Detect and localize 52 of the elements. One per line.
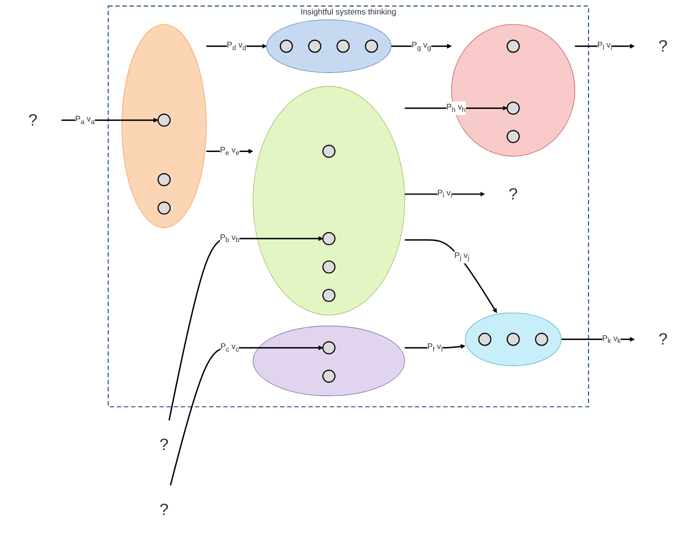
- node-text: ?: [160, 436, 169, 454]
- node-text: ?: [28, 111, 38, 130]
- node-circle: [535, 332, 548, 346]
- arrow: [404, 106, 508, 111]
- edge-label: P$_{b}$ v$_{b}$: [220, 232, 240, 244]
- arrow: [62, 118, 158, 123]
- arrow: [391, 44, 452, 49]
- node-circle: [280, 40, 293, 53]
- node-circle: [506, 102, 520, 115]
- node-circle: [506, 130, 520, 144]
- cluster: [252, 326, 406, 396]
- edge-label: P$_{a}$ v$_{a}$: [75, 114, 95, 126]
- edge-label: P$_{h}$ v$_{h}$: [446, 102, 466, 114]
- edge-label: P$_{g}$ v$_{g}$: [412, 40, 432, 52]
- node-circle: [158, 114, 171, 127]
- node-circle: [322, 288, 336, 302]
- node-circle: [506, 332, 520, 346]
- node-circle: [322, 232, 336, 246]
- edge-label: P$_{i}$ v$_{i}$: [437, 188, 452, 200]
- node-circle: [158, 173, 171, 186]
- node-text: ?: [160, 500, 169, 519]
- cluster: [122, 24, 207, 228]
- node-circle: [478, 332, 492, 346]
- edge-label: P$_{k}$ v$_{k}$: [602, 334, 621, 345]
- cluster: [266, 19, 392, 73]
- node-text: ?: [508, 185, 518, 204]
- node-text: ?: [658, 330, 668, 348]
- node-circle: [322, 260, 336, 274]
- node-circle: [322, 144, 336, 158]
- arrow: [168, 236, 324, 421]
- edge-label: P$_{d}$ v$_{d}$: [226, 40, 246, 52]
- arrow: [404, 192, 485, 197]
- arrow: [404, 239, 497, 314]
- edge-label: P$_{f}$ v$_{f}$: [427, 342, 443, 354]
- cluster: [464, 312, 562, 366]
- arrow: [170, 345, 324, 486]
- cluster: [252, 86, 406, 316]
- node-text: ?: [658, 37, 668, 56]
- arrow: [574, 44, 635, 49]
- edge-label: P$_{l}$ v$_{l}$: [597, 40, 612, 52]
- node-circle: [506, 40, 520, 53]
- node-circle: [364, 40, 378, 53]
- cluster: [451, 24, 576, 156]
- node-circle: [158, 202, 171, 215]
- edge-label: P$_{j}$ v$_{j}$: [454, 250, 470, 262]
- arrow: [561, 336, 635, 342]
- edge-label: P$_{e}$ v$_{e}$: [220, 146, 240, 157]
- node-circle: [322, 370, 336, 383]
- node-circle: [308, 40, 322, 53]
- node-circle: [336, 40, 350, 53]
- edge-label: P$_{c}$ v$_{c}$: [220, 342, 240, 354]
- node-circle: [322, 341, 336, 354]
